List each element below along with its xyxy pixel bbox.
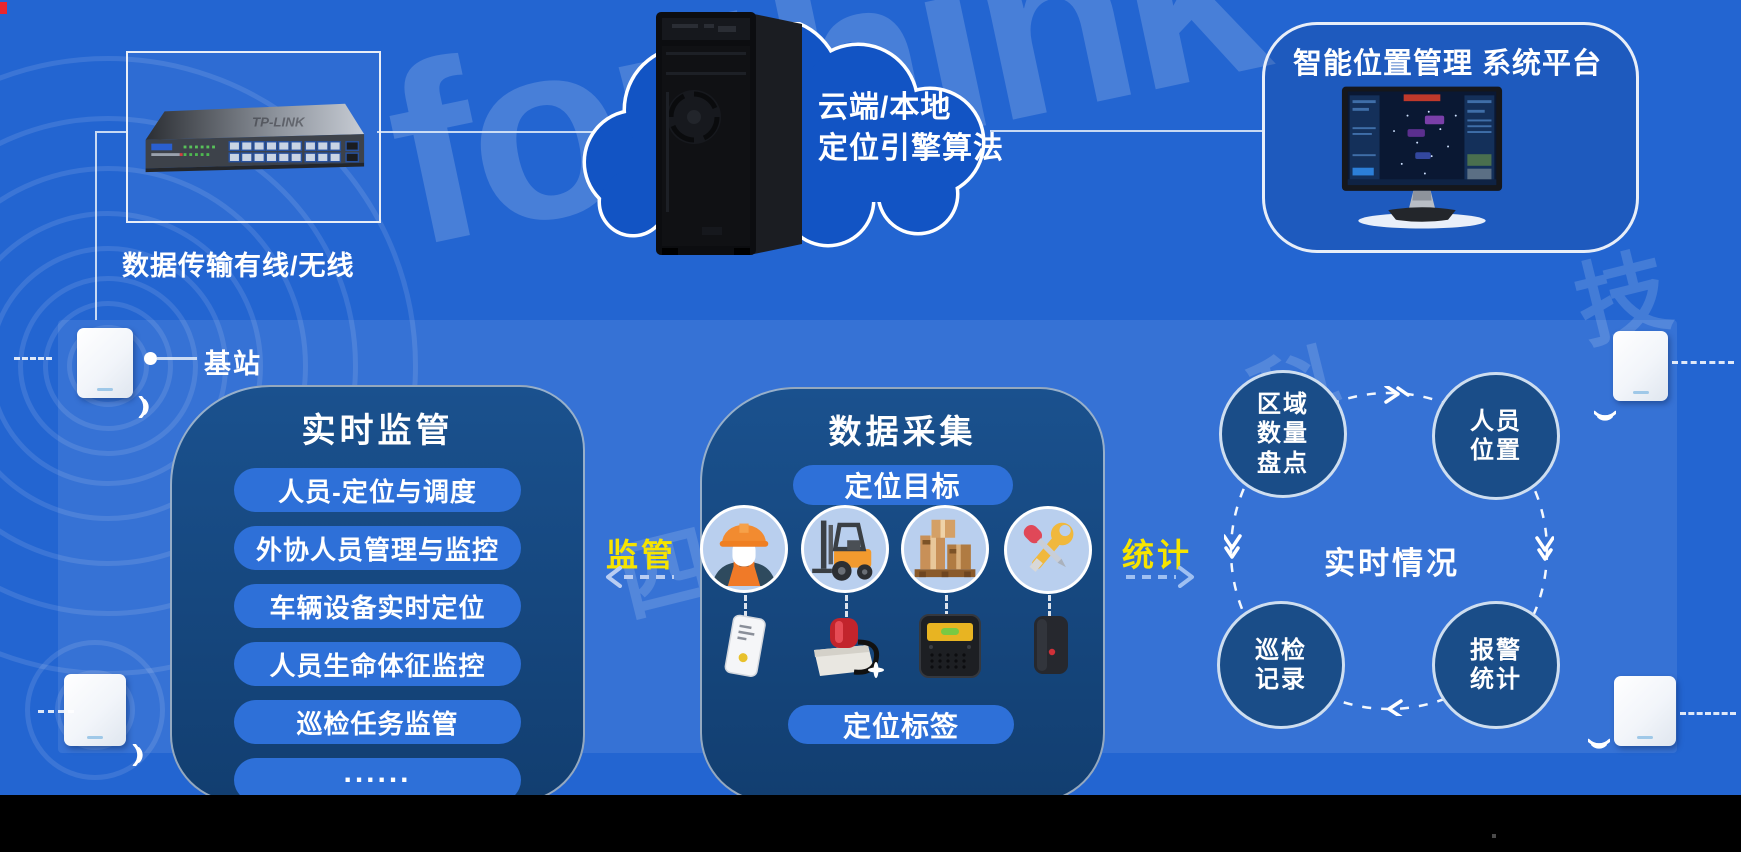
wifi-icon	[138, 396, 149, 418]
node-line: 人员	[1470, 407, 1522, 435]
monitoring-item: 人员生命体征监控	[234, 642, 521, 686]
signal-arc	[25, 640, 165, 780]
collection-panel-title: 数据采集	[828, 413, 977, 450]
beacon-tag-icon	[814, 618, 884, 678]
cloud-caption-line1: 云端/本地	[818, 91, 952, 124]
node-line: 统计	[1470, 666, 1522, 693]
mini-tag-icon	[1034, 616, 1068, 674]
ring-arrow-left	[1387, 699, 1403, 716]
node-line: 位置	[1470, 437, 1522, 464]
monitoring-item-more: ......	[234, 758, 521, 802]
tools-icon	[1023, 522, 1074, 572]
switch-label: 数据传输有线/无线	[122, 251, 355, 281]
platform-title: 智能位置管理 系统平台	[1292, 48, 1603, 80]
letterbox-band	[0, 795, 1741, 852]
anchor-bottom-left	[64, 674, 126, 746]
supervise-label: 监管	[606, 537, 677, 573]
edge-dash-line	[38, 710, 74, 713]
network-switch-icon: TP-LINK	[145, 103, 365, 173]
connector-line	[97, 131, 127, 133]
target-cargo	[901, 505, 989, 593]
card-tag-icon	[724, 614, 766, 677]
edge-dash-line	[1680, 712, 1736, 715]
connector-line	[990, 130, 1262, 132]
node-line: 报警	[1470, 636, 1522, 664]
supervise-arrow-icon	[606, 566, 674, 588]
connector-line	[377, 131, 662, 133]
wifi-icon	[1594, 410, 1616, 421]
drop-dash	[845, 595, 848, 617]
ring-arrow-down	[1535, 536, 1554, 552]
server-tower-icon	[656, 12, 802, 255]
monitoring-item: 人员-定位与调度	[234, 468, 521, 512]
node-line: 记录	[1255, 666, 1307, 693]
drop-dash	[744, 595, 747, 617]
tag-pill: 定位标签	[788, 705, 1014, 744]
monitoring-panel-title: 实时监管	[301, 412, 454, 450]
cloud-caption: 云端/本地 定位引擎算法	[818, 88, 1004, 169]
svg-text:TP-LINK: TP-LINK	[252, 115, 306, 130]
ring-arrow-down-left	[1224, 534, 1242, 550]
node-area-count: 区域 数量 盘点	[1219, 370, 1347, 498]
edge-artifact	[0, 2, 7, 14]
node-alarm-stats: 报警 统计	[1432, 601, 1560, 729]
anchor-top-right	[1613, 331, 1668, 401]
band-dot	[1492, 834, 1496, 838]
anchor-logo	[1632, 391, 1649, 394]
stats-label: 统计	[1122, 537, 1193, 573]
callout-dot	[144, 352, 157, 365]
cargo-boxes-icon	[914, 519, 976, 578]
target-tools	[1004, 506, 1092, 594]
drop-dash	[1048, 595, 1051, 617]
monitoring-item: 巡检任务监管	[234, 700, 521, 744]
target-forklift	[801, 505, 889, 593]
connector-line	[95, 131, 97, 320]
wifi-icon	[1588, 738, 1610, 749]
status-ring	[1224, 386, 1554, 716]
wifi-icon	[132, 744, 143, 766]
node-inspection-record: 巡检 记录	[1217, 601, 1345, 729]
anchor-bottom-right	[1614, 676, 1676, 746]
drop-dash	[945, 595, 948, 617]
anchor-logo	[1637, 736, 1653, 739]
monitoring-item: 车辆设备实时定位	[234, 584, 521, 628]
reader-tag-icon	[919, 614, 981, 678]
target-pill: 定位目标	[792, 465, 1013, 505]
node-line: 巡检	[1255, 636, 1307, 664]
edge-dash-line	[1672, 361, 1734, 364]
cloud-caption-line2: 定位引擎算法	[818, 131, 1004, 165]
target-worker	[700, 505, 788, 593]
anchor-logo	[97, 388, 113, 391]
anchor-logo	[87, 736, 103, 739]
anchor-top-left	[77, 328, 133, 398]
base-station-label: 基站	[204, 349, 262, 379]
monitoring-item: 外协人员管理与监控	[234, 526, 521, 570]
callout-line	[157, 357, 197, 360]
worker-icon	[711, 523, 777, 586]
monitoring-panel: 实时监管 人员-定位与调度 外协人员管理与监控 车辆设备实时定位 人员生命体征监…	[170, 385, 585, 803]
cluster-center-label: 实时情况	[1324, 546, 1460, 581]
stats-arrow-icon	[1126, 566, 1194, 588]
forklift-icon	[812, 520, 873, 581]
node-line: 盘点	[1257, 449, 1309, 477]
ring-arrow-right	[1384, 386, 1400, 404]
dashboard-monitor-icon	[1341, 86, 1503, 229]
node-personnel-position: 人员 位置	[1432, 372, 1560, 500]
node-line: 区域	[1257, 391, 1309, 419]
edge-dash-line	[14, 357, 52, 360]
node-line: 数量	[1257, 420, 1309, 448]
